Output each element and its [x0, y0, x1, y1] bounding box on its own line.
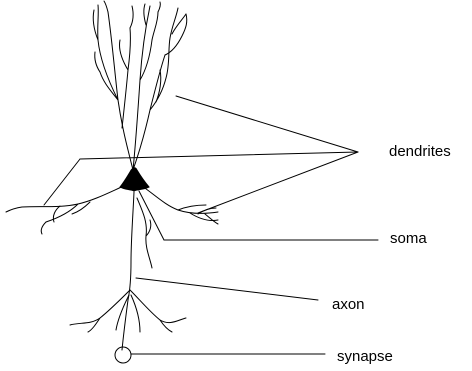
label-synapse: synapse: [337, 348, 393, 366]
left-basal-dendrite: [6, 185, 126, 234]
label-soma: soma: [390, 230, 427, 248]
soma-body: [120, 168, 149, 191]
synapse-bulb: [115, 347, 131, 363]
apical-dendrites: [93, 1, 187, 170]
label-dendrites: dendrites: [389, 143, 451, 161]
label-axon: axon: [332, 296, 365, 314]
axon-path: [70, 192, 186, 350]
leader-lines: [44, 96, 378, 354]
